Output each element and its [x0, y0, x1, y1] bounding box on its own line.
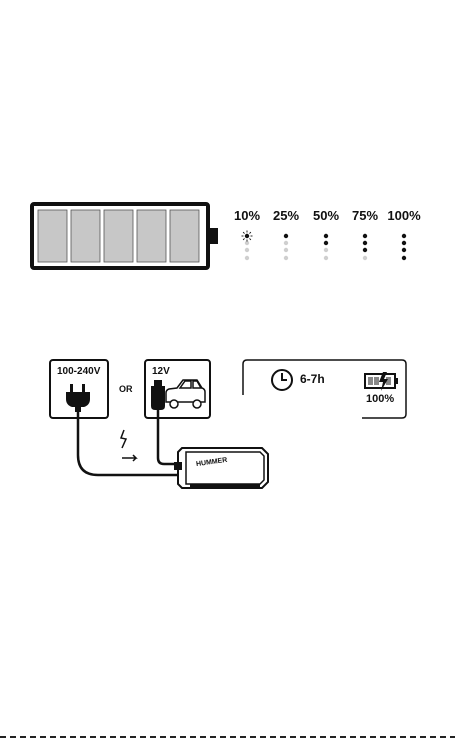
- battery-cell: [137, 210, 166, 262]
- or-label: OR: [119, 384, 133, 394]
- led-dot-on: [363, 241, 367, 245]
- led-dot-off: [245, 241, 249, 245]
- battery-cell: [71, 210, 100, 262]
- led-dot-on: [363, 248, 367, 252]
- battery-charging-icon: [365, 372, 398, 391]
- led-dot-off: [284, 248, 288, 252]
- level-10-label: 10%: [225, 208, 269, 223]
- led-dot-off: [363, 256, 367, 260]
- battery-cell: [170, 210, 199, 262]
- led-dot-off: [284, 256, 288, 260]
- blinking-led-icon: [242, 231, 253, 242]
- led-dot-on: [402, 241, 406, 245]
- battery-graphic: [30, 202, 220, 270]
- level-75-label: 75%: [343, 208, 387, 223]
- led-dot-on: [284, 234, 288, 238]
- led-dot-on: [402, 256, 406, 260]
- led-dot-on: [324, 234, 328, 238]
- car-input-label: 12V: [152, 366, 170, 377]
- charge-time-label: 6-7h: [300, 372, 325, 386]
- battery-cells: [38, 210, 199, 262]
- led-dot-off: [245, 256, 249, 260]
- ac-cable: [78, 412, 178, 475]
- battery-cell: [104, 210, 133, 262]
- charging-bolt-icon: [121, 430, 136, 461]
- led-dot-on: [324, 241, 328, 245]
- full-charge-label: 100%: [366, 393, 394, 405]
- clock-icon: [272, 370, 292, 390]
- led-dot-on: [363, 234, 367, 238]
- level-50-label: 50%: [304, 208, 348, 223]
- led-dot-off: [324, 256, 328, 260]
- level-100-label: 100%: [382, 208, 426, 223]
- led-dot-off: [324, 248, 328, 252]
- led-dot-on: [402, 234, 406, 238]
- led-dot-off: [245, 248, 249, 252]
- battery-cell: [38, 210, 67, 262]
- led-dot-off: [284, 241, 288, 245]
- ac-input-label: 100-240V: [57, 366, 100, 377]
- battery-terminal: [208, 228, 218, 244]
- level-25-label: 25%: [264, 208, 308, 223]
- power-bank-device: [174, 448, 268, 488]
- led-dot-on: [402, 248, 406, 252]
- led-dot-off: [245, 234, 249, 238]
